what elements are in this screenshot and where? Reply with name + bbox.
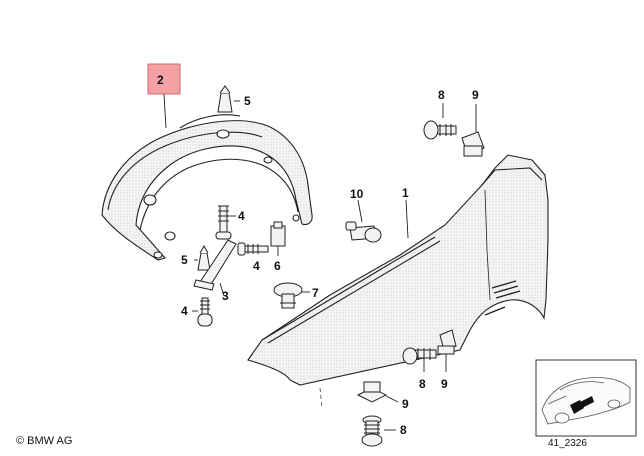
callout-4-a: 4 (238, 209, 245, 223)
leader-2 (163, 93, 167, 129)
screw-4c[interactable] (197, 297, 213, 327)
clip-9-bottom[interactable] (356, 381, 388, 403)
vehicle-thumbnail (535, 359, 637, 437)
callout-2: 2 (157, 73, 164, 87)
callout-3: 3 (222, 289, 229, 303)
callout-4-c: 4 (181, 304, 188, 318)
screw-4a[interactable] (215, 205, 232, 240)
bracket-3[interactable] (193, 239, 237, 291)
front-fender[interactable] (247, 154, 549, 386)
rivet-10[interactable] (345, 221, 382, 243)
callout-10: 10 (350, 187, 364, 201)
screw-8-top[interactable] (423, 120, 457, 140)
callout-9-mid: 9 (441, 377, 448, 391)
clip-5-top[interactable] (217, 85, 233, 113)
clip-5-bottom[interactable] (197, 244, 211, 271)
callout-7: 7 (312, 286, 319, 300)
callout-5-bottom: 5 (181, 253, 188, 267)
nut-6[interactable] (270, 221, 286, 247)
callout-8-bottom: 8 (400, 423, 407, 437)
clip-9-top[interactable] (461, 131, 485, 157)
clip-9-mid[interactable] (437, 329, 457, 355)
diagram-reference: 41_2326 (548, 438, 587, 449)
plug-7[interactable] (273, 282, 303, 309)
callout-4-b: 4 (253, 259, 260, 273)
callout-8-mid: 8 (419, 377, 426, 391)
screw-8-bottom[interactable] (361, 415, 383, 447)
highlight-box (147, 63, 181, 95)
callout-9-top: 9 (472, 88, 479, 102)
callout-9-bottom: 9 (402, 397, 409, 411)
callout-6: 6 (274, 259, 281, 273)
callout-8-top: 8 (438, 88, 445, 102)
callout-5-top: 5 (244, 94, 251, 108)
callout-1: 1 (402, 186, 409, 200)
copyright-text: © BMW AG (16, 435, 72, 447)
wheel-arch-liner[interactable] (101, 114, 313, 261)
screw-8-mid[interactable] (402, 347, 437, 365)
leader-1 (405, 199, 409, 239)
screw-4b[interactable] (237, 242, 269, 256)
